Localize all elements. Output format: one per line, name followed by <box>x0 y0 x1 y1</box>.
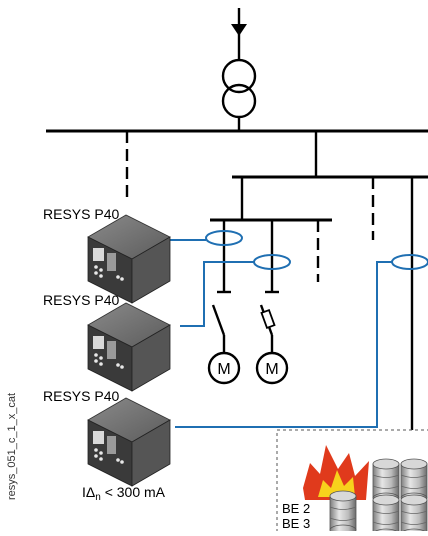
current-transformer-icon <box>391 254 428 270</box>
switch-icon <box>211 290 231 352</box>
side-code: resys_051_c_1_x_cat <box>6 393 18 500</box>
device-label-1: RESYS P40 <box>43 206 119 222</box>
motor-icon: M <box>207 351 241 385</box>
signal-cable-3 <box>175 261 392 428</box>
svg-text:M: M <box>217 361 230 378</box>
threshold-label: IΔn < 300 mA <box>82 484 166 503</box>
transformer-icon <box>221 58 257 119</box>
device-label-2: RESYS P40 <box>43 292 119 308</box>
relay-device-icon <box>87 397 171 487</box>
fire-icon <box>303 445 369 500</box>
fuse-switch-icon <box>259 290 279 352</box>
relay-device-icon <box>87 302 171 392</box>
zone-label-be2: BE 2 <box>282 501 310 516</box>
device-label-3: RESYS P40 <box>43 388 119 404</box>
barrel-icon <box>372 494 400 536</box>
motor-icon: M <box>255 351 289 385</box>
signal-cable-2 <box>180 261 254 327</box>
barrel-icon <box>400 494 428 536</box>
incoming-feed <box>231 8 247 60</box>
barrel-icon <box>329 490 357 536</box>
current-transformer-icon <box>205 230 243 246</box>
svg-text:M: M <box>265 361 278 378</box>
zone-label-be3: BE 3 <box>282 516 310 531</box>
hazard-zone <box>276 429 428 536</box>
relay-device-icon <box>87 214 171 304</box>
